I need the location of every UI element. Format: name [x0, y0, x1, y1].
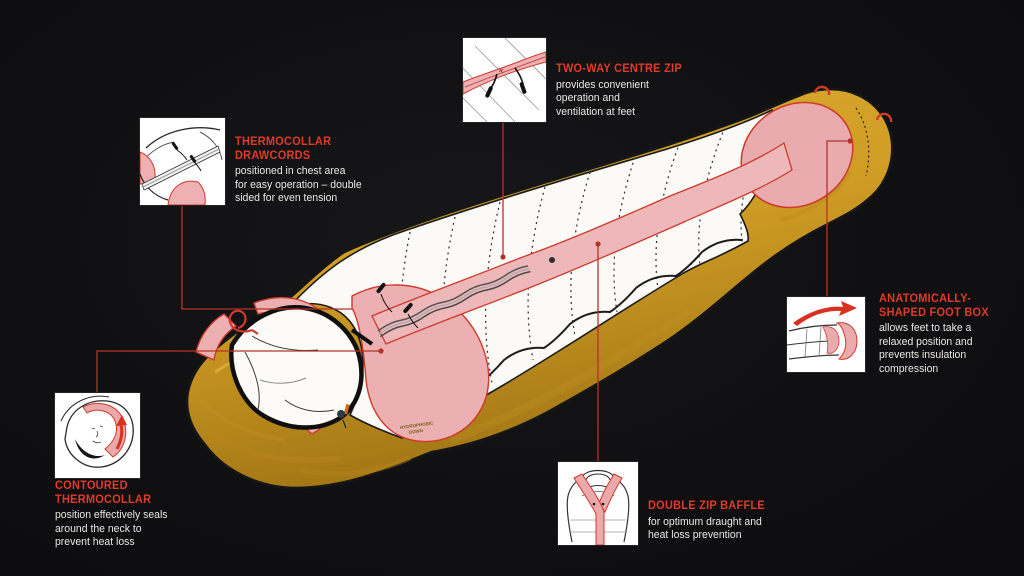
callout-zip-baffle-title: DOUBLE ZIP BAFFLE	[648, 500, 765, 512]
callout-thermocollar: CONTOURED THERMOCOLLAR position effectiv…	[55, 480, 217, 550]
callout-drawcords-body: positioned in chest area for easy operat…	[235, 165, 362, 205]
fabric-label: HYDROPHOBIC DOWN	[400, 420, 435, 435]
thermocollar-detail-icon	[60, 395, 134, 468]
zip-pullers	[376, 282, 419, 329]
callout-centre-zip: TWO-WAY CENTRE ZIP provides convenient o…	[556, 63, 718, 119]
hood-zip-pull	[337, 403, 350, 429]
callout-foot-box-title: ANATOMICALLY- SHAPED FOOT BOX	[879, 293, 989, 319]
drawcords-detail-icon	[140, 127, 223, 205]
svg-text:HYDROPHOBIC: HYDROPHOBIC	[400, 420, 435, 430]
centre-zip-band	[371, 142, 793, 345]
callout-thermocollar-title: CONTOURED THERMOCOLLAR	[55, 480, 152, 506]
hood-opening	[229, 305, 374, 430]
foot-seam-dashed	[855, 107, 870, 177]
foot-box-thumbnail	[787, 297, 865, 372]
callout-drawcords-title: THERMOCOLLAR DRAWCORDS	[235, 136, 332, 162]
centre-zip-teeth	[377, 257, 555, 338]
callout-foot-box-body: allows feet to take a relaxed position a…	[879, 322, 973, 375]
callout-centre-zip-title: TWO-WAY CENTRE ZIP	[556, 63, 682, 75]
centre-zip-thumbnail	[463, 38, 546, 122]
drawcord-loop	[228, 309, 259, 335]
foot-box-detail-icon	[787, 301, 858, 360]
callout-thermocollar-body: position effectively seals around the ne…	[55, 509, 168, 549]
callout-drawcords: THERMOCOLLAR DRAWCORDS positioned in che…	[235, 136, 397, 206]
callout-connector-lines	[96, 122, 847, 461]
callout-connector-dots	[378, 138, 853, 354]
thermocollar-drawcords-thumbnail	[140, 118, 225, 205]
callout-foot-box: ANATOMICALLY- SHAPED FOOT BOX allows fee…	[879, 293, 1024, 376]
callout-zip-baffle-body: for optimum draught and heat loss preven…	[648, 515, 762, 542]
foot-hang-loops	[813, 85, 893, 123]
svg-text:DOWN: DOWN	[408, 428, 423, 435]
double-zip-baffle-thumbnail	[558, 462, 638, 545]
callout-centre-zip-body: provides convenient operation and ventil…	[556, 78, 649, 118]
contoured-thermocollar-thumbnail	[55, 393, 140, 478]
zip-baffle-detail-icon	[566, 469, 630, 545]
callout-zip-baffle: DOUBLE ZIP BAFFLE for optimum draught an…	[648, 500, 810, 543]
centre-zip-detail-icon	[463, 38, 546, 122]
